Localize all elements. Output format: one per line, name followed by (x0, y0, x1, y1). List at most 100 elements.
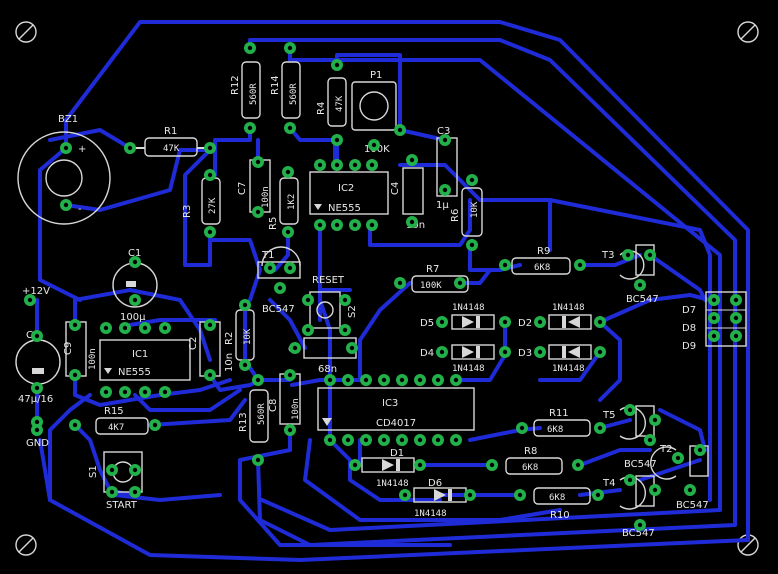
pad-hole (122, 389, 128, 395)
pad-hole (435, 437, 441, 443)
svg-text:100µ: 100µ (120, 312, 146, 323)
pad-hole (277, 285, 283, 291)
svg-text:D8: D8 (682, 323, 696, 334)
pad-hole (334, 162, 340, 168)
pad-hole (109, 467, 115, 473)
svg-text:C3: C3 (437, 126, 450, 137)
pad-hole (207, 145, 213, 151)
pad-hole (575, 462, 581, 468)
svg-text:IC1: IC1 (132, 349, 148, 360)
pad-hole (103, 389, 109, 395)
pad-hole (342, 327, 348, 333)
pad-hole (152, 422, 158, 428)
pad-hole (342, 297, 348, 303)
pad-hole (369, 162, 375, 168)
pad-hole (72, 322, 78, 328)
pad-hole (469, 242, 475, 248)
pad-hole (287, 372, 293, 378)
pad-hole (595, 492, 601, 498)
svg-text:27K: 27K (208, 197, 218, 214)
pad-hole (711, 333, 717, 339)
svg-text:10K: 10K (470, 201, 480, 218)
r1-value: 47K (163, 144, 180, 154)
pad-hole (27, 297, 33, 303)
svg-text:R11: R11 (549, 408, 569, 419)
pad-hole (399, 437, 405, 443)
svg-text:47µ/16: 47µ/16 (18, 394, 53, 405)
svg-text:D6: D6 (428, 478, 442, 489)
svg-text:BC547: BC547 (626, 294, 659, 305)
svg-text:T1: T1 (261, 250, 274, 261)
pad-hole (457, 280, 463, 286)
buzzer-outline (17, 131, 111, 225)
svg-text:BC547: BC547 (622, 528, 655, 539)
svg-text:NE555: NE555 (328, 203, 361, 214)
pad-hole (287, 265, 293, 271)
pad-hole (132, 489, 138, 495)
pad-hole (537, 319, 543, 325)
svg-text:560R: 560R (289, 83, 299, 105)
svg-text:1µ: 1µ (436, 200, 449, 211)
pad-hole (363, 377, 369, 383)
svg-text:+: + (78, 144, 86, 155)
pad-hole (247, 45, 253, 51)
svg-text:R8: R8 (524, 446, 537, 457)
pad-hole (345, 437, 351, 443)
svg-text:R3: R3 (182, 205, 193, 218)
pad-hole (334, 222, 340, 228)
pad-hole (489, 462, 495, 468)
pad-hole (34, 419, 40, 425)
pad-hole (72, 422, 78, 428)
svg-text:+12V: +12V (22, 286, 50, 297)
pad-hole (317, 222, 323, 228)
svg-text:1N4148: 1N4148 (552, 364, 585, 374)
pad-hole (285, 229, 291, 235)
pad-hole (305, 327, 311, 333)
svg-text:1K2: 1K2 (287, 194, 297, 210)
svg-text:RESET: RESET (312, 275, 345, 286)
pad-hole (435, 377, 441, 383)
svg-text:S2: S2 (347, 305, 358, 318)
pad-hole (439, 349, 445, 355)
svg-text:6K8: 6K8 (534, 263, 550, 273)
pad-hole (647, 252, 653, 258)
pad-hole (597, 425, 603, 431)
svg-text:C7: C7 (237, 182, 248, 195)
svg-text:CD4017: CD4017 (376, 418, 416, 429)
pad-hole (597, 319, 603, 325)
svg-text:P1: P1 (370, 70, 382, 81)
pad-hole (453, 437, 459, 443)
svg-text:6K8: 6K8 (549, 493, 565, 503)
pad-hole (652, 487, 658, 493)
copper-traces (35, 20, 750, 562)
pad-hole (345, 377, 351, 383)
svg-text:C9: C9 (63, 342, 74, 355)
svg-text:R7: R7 (426, 264, 439, 275)
svg-text:D2: D2 (518, 318, 532, 329)
pad-hole (162, 389, 168, 395)
pad-hole (207, 229, 213, 235)
svg-text:10n: 10n (224, 353, 235, 372)
pad-hole (397, 127, 403, 133)
svg-text:6K8: 6K8 (522, 463, 538, 473)
pad-hole (417, 462, 423, 468)
pad-hole (733, 333, 739, 339)
pad-hole (363, 437, 369, 443)
svg-text:R5: R5 (268, 217, 279, 230)
pad-hole (334, 137, 340, 143)
svg-text:-: - (78, 204, 82, 215)
pad-hole (255, 209, 261, 215)
svg-text:68n: 68n (318, 364, 337, 375)
svg-text:R10: R10 (550, 510, 570, 521)
pad-hole (733, 297, 739, 303)
pad-hole (502, 319, 508, 325)
svg-text:560R: 560R (257, 403, 267, 425)
svg-text:D9: D9 (682, 341, 696, 352)
svg-text:1N4148: 1N4148 (452, 303, 485, 313)
pad-hole (733, 315, 739, 321)
pad-hole (675, 455, 681, 461)
svg-text:C8: C8 (268, 399, 279, 412)
pad-hole (242, 362, 248, 368)
svg-text:100n: 100n (88, 348, 98, 370)
svg-text:R12: R12 (230, 75, 241, 95)
